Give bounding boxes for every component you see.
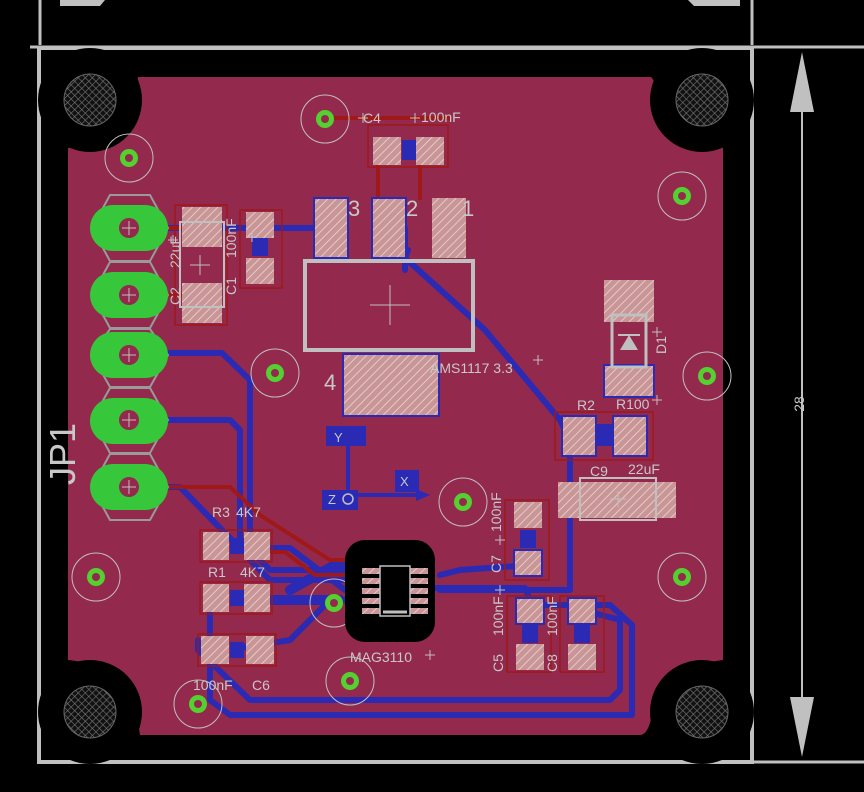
c6-capacitor	[197, 633, 277, 667]
r1-value: 4K7	[240, 564, 265, 580]
c5-capacitor	[506, 595, 552, 673]
c5-label: C5	[490, 654, 506, 672]
c1-label: C1	[223, 277, 239, 295]
axis-markers	[322, 426, 430, 510]
mag3110-label: MAG3110	[350, 649, 412, 665]
regulator-pin1: 1	[462, 196, 474, 221]
c2-value: 22uF	[167, 236, 183, 268]
regulator-pin4: 4	[324, 370, 336, 395]
c8-label: C8	[544, 654, 560, 672]
c1-value: 100nF	[223, 218, 239, 258]
r2-value: R100	[616, 396, 650, 412]
r1-resistor	[199, 581, 273, 615]
c8-capacitor	[559, 595, 605, 673]
c8-value: 100nF	[544, 596, 560, 636]
c9-capacitor	[558, 477, 676, 521]
d1-label: D1	[653, 336, 669, 354]
c4-label: C4	[363, 110, 381, 126]
right-dimension	[752, 45, 864, 764]
c9-value: 22uF	[628, 461, 660, 477]
c7-label: C7	[488, 555, 504, 573]
r2-label: R2	[577, 397, 595, 413]
c1-capacitor	[239, 209, 283, 289]
regulator-ams1117	[303, 197, 475, 417]
axis-y-label: Y	[334, 430, 343, 445]
dimension-label: 28	[791, 396, 807, 412]
r2-resistor	[554, 411, 654, 461]
header-jp1	[90, 194, 170, 521]
regulator-label: AMS1117 3.3	[430, 360, 513, 376]
board-outline	[37, 46, 754, 764]
c5-value: 100nF	[490, 596, 506, 636]
mag3110-chip	[345, 540, 435, 642]
c6-label: C6	[252, 677, 270, 693]
r3-resistor	[199, 529, 273, 563]
mounting-holes	[38, 48, 754, 764]
jp1-label: JP1	[42, 423, 83, 485]
c4-capacitor	[367, 124, 449, 168]
regulator-pin2: 2	[406, 196, 418, 221]
c4-value: 100nF	[421, 109, 461, 125]
r1-label: R1	[208, 564, 226, 580]
origin-marks	[168, 113, 662, 660]
regulator-pin3: 3	[348, 196, 360, 221]
axis-x-label: X	[400, 474, 409, 489]
c7-value: 100nF	[488, 492, 504, 532]
c2-label: C2	[167, 287, 183, 305]
vias	[71, 94, 732, 729]
axis-z-label: Z	[328, 492, 336, 507]
d1-led	[603, 280, 655, 398]
c2-capacitor	[174, 204, 228, 326]
c6-value: 100nF	[193, 677, 233, 693]
c9-label: C9	[590, 463, 608, 479]
r3-label: R3	[212, 504, 230, 520]
c7-capacitor	[504, 499, 550, 581]
r3-value: 4K7	[236, 504, 261, 520]
